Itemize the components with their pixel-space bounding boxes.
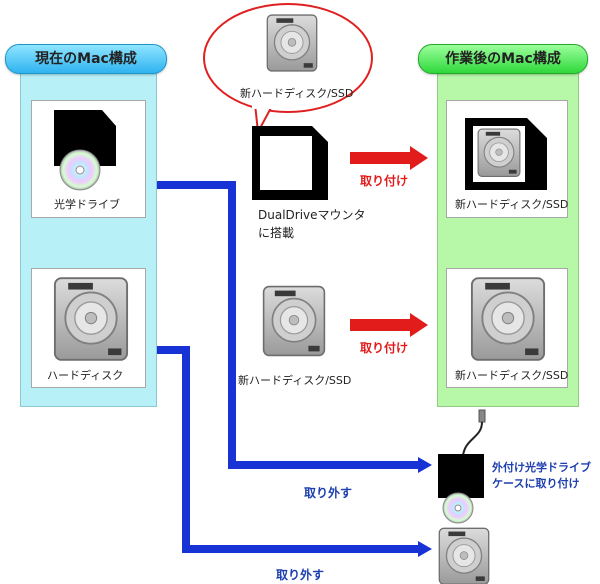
after-config-title: 作業後のMac構成 — [418, 44, 588, 74]
removed-hdd-icon — [438, 527, 490, 584]
external-case-note-line1: 外付け光学ドライブ — [492, 461, 591, 474]
bubble-label: 新ハードディスク/SSD — [240, 87, 354, 100]
install-label-top: 取り付け — [360, 174, 409, 188]
install-label-bottom: 取り付け — [360, 341, 409, 355]
install-arrow-bottom — [350, 313, 428, 337]
optical-drive-label: 光学ドライブ — [54, 198, 120, 211]
optical-drive-icon — [54, 110, 116, 191]
remove-label-bottom: 取り外す — [276, 568, 325, 582]
mounted-drive-icon — [465, 118, 547, 190]
usb-cable-icon — [462, 409, 486, 457]
external-case-note-line2: ケースに取り付け — [492, 477, 580, 490]
new-hdd-icon-bubble — [266, 12, 318, 74]
mounter-label-line2: に搭載 — [258, 226, 295, 240]
dualdrive-mounter-icon — [252, 126, 328, 200]
remove-label-top: 取り外す — [304, 486, 353, 500]
middle-hdd-label: 新ハードディスク/SSD — [238, 374, 352, 387]
current-config-title: 現在のMac構成 — [5, 44, 167, 74]
new-hdd-icon-middle — [262, 283, 326, 359]
hard-disk-icon — [53, 275, 129, 363]
after-top-label: 新ハードディスク/SSD — [455, 198, 569, 211]
hdd-label: ハードディスク — [47, 369, 124, 382]
new-hdd-icon-after — [470, 275, 546, 363]
external-case-icon — [438, 454, 484, 524]
install-arrow-top — [350, 146, 428, 170]
mounter-label-line1: DualDriveマウンタ — [258, 208, 366, 222]
after-bottom-label: 新ハードディスク/SSD — [455, 369, 569, 382]
